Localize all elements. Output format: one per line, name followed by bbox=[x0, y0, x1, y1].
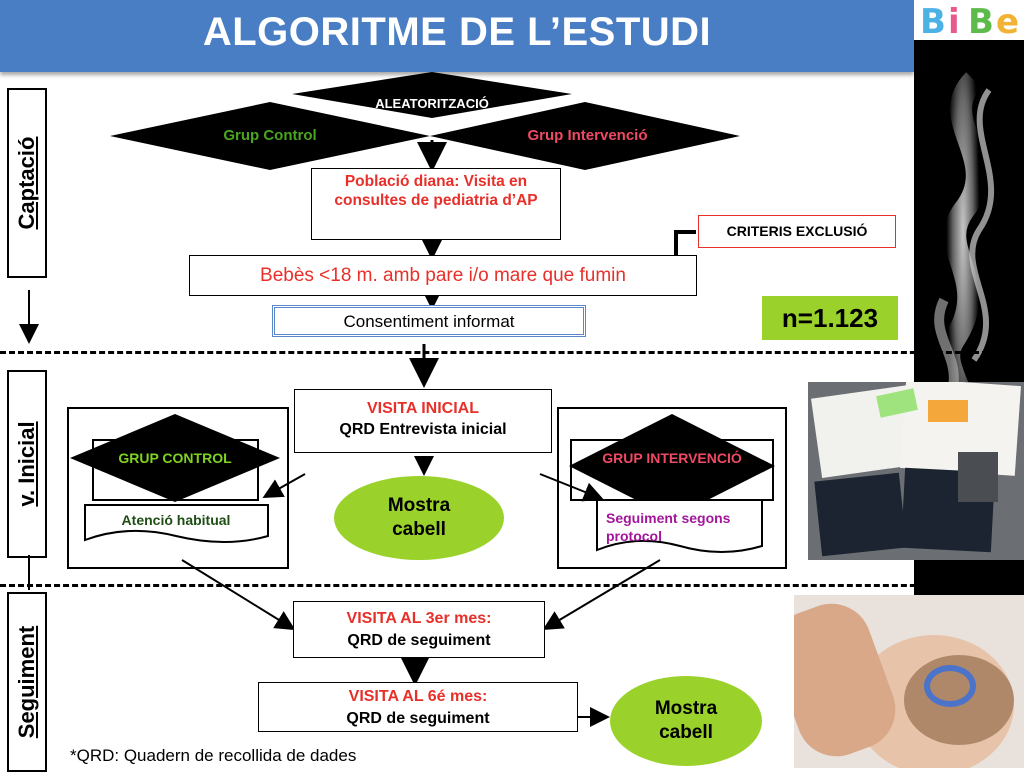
initial-visit-subtitle: QRD Entrevista inicial bbox=[339, 421, 507, 438]
intervention-diamond bbox=[430, 102, 740, 170]
visit-6-title: VISITA AL 6é mes: bbox=[348, 688, 488, 705]
visit-3-title: VISITA AL 3er mes: bbox=[346, 610, 492, 627]
exclusion-criteria-box: CRITERIS EXCLUSIÓ bbox=[698, 215, 896, 248]
phase-divider-1 bbox=[0, 351, 1024, 354]
randomization-label: ALEATORITZACIÓ bbox=[375, 96, 489, 111]
hair-sample-6m-label: Mostra cabell bbox=[654, 698, 718, 743]
control-diamond bbox=[110, 102, 430, 170]
target-population-box: Població diana: Visita en consultes de p… bbox=[311, 168, 561, 240]
page-title: ALGORITME DE L’ESTUDI bbox=[202, 10, 712, 54]
phase-seguiment: Seguiment bbox=[7, 592, 47, 772]
logo-letter-2: i bbox=[948, 2, 960, 42]
inclusion-box: Bebès <18 m. amb pare i/o mare que fumin bbox=[189, 255, 697, 296]
booklets-photo bbox=[808, 382, 1024, 560]
visit-3-subtitle: QRD de seguiment bbox=[347, 632, 491, 649]
phase-divider-2 bbox=[0, 584, 1024, 587]
intervention-group-title: GRUP INTERVENCIÓ bbox=[602, 450, 742, 466]
hair-sample-6m: Mostra cabell bbox=[610, 676, 762, 766]
logo-letter-1: B bbox=[920, 2, 946, 42]
phase-inicial: v. Inicial bbox=[7, 370, 47, 558]
usual-care-doc bbox=[84, 504, 269, 543]
visit-6-subtitle: QRD de seguiment bbox=[346, 710, 490, 727]
visit-3-month-box: VISITA AL 3er mes: QRD de seguiment bbox=[293, 601, 545, 658]
hair-sample-initial: Mostra cabell bbox=[334, 476, 504, 560]
title-bar: ALGORITME DE L’ESTUDI bbox=[0, 0, 914, 72]
initial-visit-title: VISITA INICIAL bbox=[367, 400, 479, 417]
informed-consent-box: Consentiment informat bbox=[272, 305, 586, 337]
logo-letter-3: B bbox=[968, 2, 994, 42]
initial-visit-box: VISITA INICIAL QRD Entrevista inicial bbox=[294, 389, 552, 453]
protocol-followup-label: Seguiment segons protocol bbox=[606, 510, 731, 544]
control-group-diamond bbox=[70, 414, 280, 502]
logo-letter-4: e bbox=[996, 2, 1020, 42]
footnote: *QRD: Quadern de recollida de dades bbox=[70, 746, 357, 765]
intervention-group-diamond bbox=[569, 414, 775, 518]
intervention-group-label: Grup Intervenció bbox=[527, 127, 648, 144]
hair-sample-initial-label: Mostra cabell bbox=[387, 495, 451, 540]
sample-size-badge: n=1.123 bbox=[762, 296, 898, 340]
hair-sampling-photo bbox=[794, 595, 1024, 768]
usual-care-label: Atenció habitual bbox=[121, 512, 231, 528]
bibe-logo: B i B e bbox=[914, 0, 1024, 42]
randomization-diamond bbox=[292, 72, 572, 118]
phase-captacio: Captació bbox=[7, 88, 47, 278]
control-group-label: Grup Control bbox=[223, 127, 317, 144]
protocol-doc bbox=[596, 499, 763, 553]
visit-6-month-box: VISITA AL 6é mes: QRD de seguiment bbox=[258, 682, 578, 732]
control-group-title: GRUP CONTROL bbox=[118, 450, 232, 466]
